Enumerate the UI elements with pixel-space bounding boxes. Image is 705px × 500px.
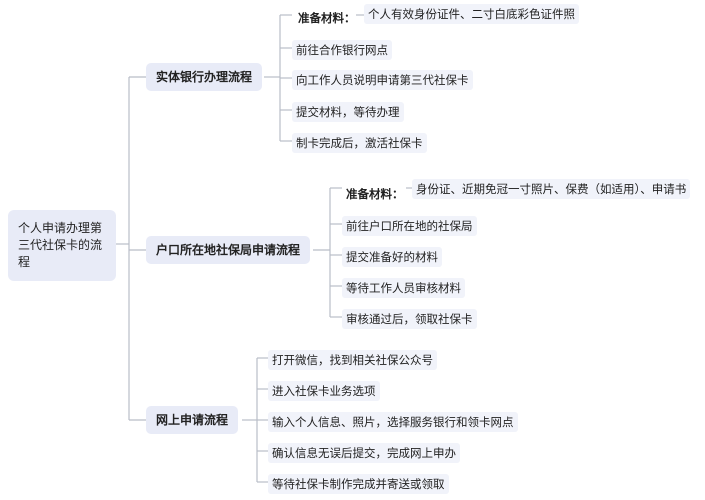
b2-step-1[interactable]: 前往户口所在地的社保局 (342, 216, 477, 236)
b1-step-3[interactable]: 提交材料，等待办理 (292, 102, 404, 122)
root-node[interactable]: 个人申请办理第三代社保卡的流程 (8, 210, 116, 281)
b3-step-3[interactable]: 输入个人信息、照片，选择服务银行和领卡网点 (268, 412, 518, 432)
b2-step-3[interactable]: 等待工作人员审核材料 (342, 278, 465, 298)
b2-materials[interactable]: 身份证、近期免冠一寸照片、保费（如适用）、申请书 (412, 179, 691, 199)
b3-step-4[interactable]: 确认信息无误后提交，完成网上申办 (268, 443, 460, 463)
b2-step-4[interactable]: 审核通过后，领取社保卡 (342, 309, 477, 329)
b3-step-5[interactable]: 等待社保卡制作完成并寄送或领取 (268, 474, 449, 494)
branch-online[interactable]: 网上申请流程 (146, 406, 239, 434)
b2-materials-label[interactable]: 准备材料： (346, 187, 404, 201)
b2-step-2[interactable]: 提交准备好的材料 (342, 247, 442, 267)
b1-materials[interactable]: 个人有效身份证件、二寸白底彩色证件照 (364, 4, 579, 24)
b1-step-4[interactable]: 制卡完成后，激活社保卡 (292, 133, 427, 153)
branch-online-title: 网上申请流程 (156, 413, 229, 427)
branch-bank[interactable]: 实体银行办理流程 (146, 63, 263, 91)
branch-bureau-title: 户口所在地社保局申请流程 (156, 243, 301, 257)
b1-materials-label[interactable]: 准备材料： (298, 11, 356, 25)
b1-step-2[interactable]: 向工作人员说明申请第三代社保卡 (292, 70, 473, 90)
branch-bank-title: 实体银行办理流程 (156, 70, 253, 84)
root-title: 个人申请办理第三代社保卡的流程 (18, 221, 103, 269)
branch-social-security-bureau[interactable]: 户口所在地社保局申请流程 (146, 236, 311, 264)
b1-step-1[interactable]: 前往合作银行网点 (292, 40, 392, 60)
b3-step-1[interactable]: 打开微信，找到相关社保公众号 (268, 350, 437, 370)
b3-step-2[interactable]: 进入社保卡业务选项 (268, 381, 380, 401)
